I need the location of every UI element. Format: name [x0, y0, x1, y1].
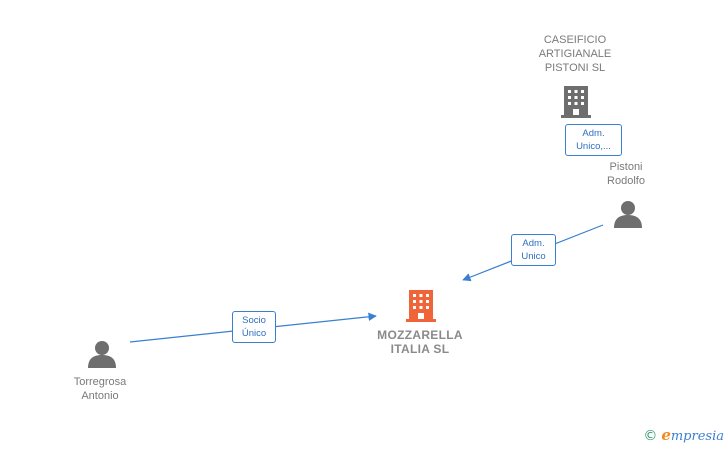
brand-initial: e [661, 426, 671, 444]
edge-label-caseificio-pistoni[interactable]: Adm. Unico,... [565, 124, 622, 156]
node-label-torregrosa[interactable]: Torregrosa Antonio [73, 376, 127, 402]
person-icon[interactable] [88, 341, 116, 368]
building-icon[interactable] [561, 86, 591, 118]
node-label-pistoni[interactable]: Pistoni Rodolfo [607, 161, 645, 187]
brand-logo: ©empresia [643, 426, 724, 444]
brand-name: mpresia [670, 429, 724, 444]
node-label-mozzarella[interactable]: MOZZARELLA ITALIA SL [377, 328, 463, 356]
copyright-icon: © [643, 428, 658, 444]
person-icon[interactable] [614, 201, 642, 228]
edge-label-torregrosa-mozzarella[interactable]: Socio Único [232, 311, 276, 343]
node-label-caseificio[interactable]: CASEIFICIO ARTIGIANALE PISTONI SL [538, 34, 612, 74]
edge-label-pistoni-mozzarella[interactable]: Adm. Unico [511, 234, 556, 266]
building-icon-highlighted[interactable] [406, 290, 436, 322]
